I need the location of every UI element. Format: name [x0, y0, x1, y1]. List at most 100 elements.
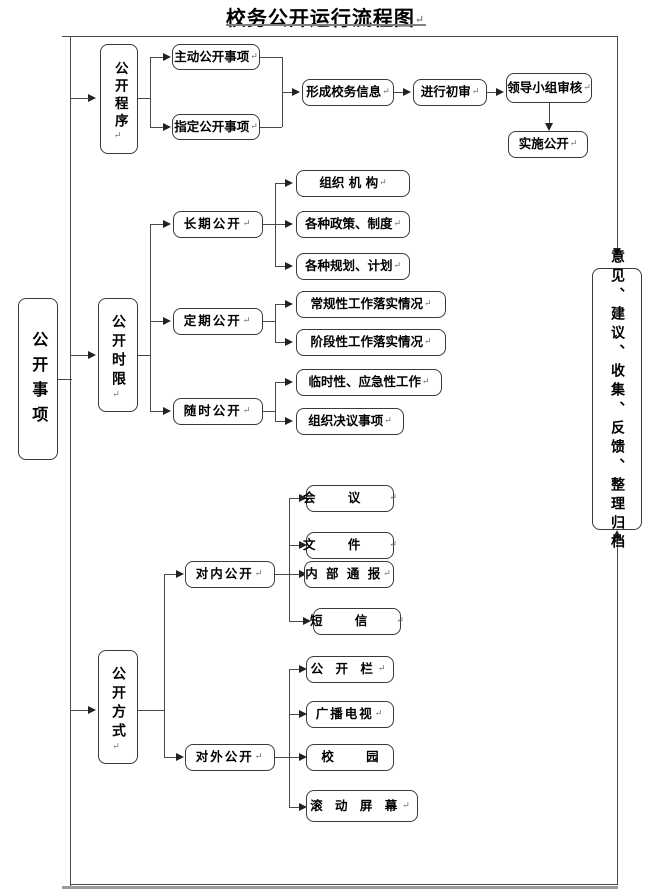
- right-spine-top-line: [617, 36, 618, 250]
- method-g1-item4-line: [289, 621, 305, 622]
- method-group-box-1[interactable]: 对内公开↵: [185, 561, 275, 588]
- method-item-label-2-3: 校 园: [321, 749, 393, 765]
- method-root-box[interactable]: 公开方式↵: [98, 650, 138, 764]
- method-g1-item3-arrow-icon: [299, 569, 307, 578]
- method-group-1-pilcrow-icon: ↵: [254, 569, 265, 580]
- procedure-chain-box-4[interactable]: 实施公开↵: [508, 131, 588, 158]
- timing-group-box-1[interactable]: 长期公开↵: [173, 211, 263, 238]
- procedure-branch-label-1: 主动公开事项: [174, 48, 250, 64]
- method-item-box-2-1[interactable]: 公 开 栏↵: [306, 656, 394, 683]
- method-group1-arrow-icon: [176, 569, 184, 578]
- timing-g1-item1-arrow-icon: [285, 178, 293, 187]
- procedure-root-pilcrow-icon: ↵: [113, 130, 126, 141]
- timing-item-box-2-1[interactable]: 常规性工作落实情况↵: [296, 291, 446, 318]
- method-in-line: [70, 710, 92, 711]
- timing-g1-fan-stem: [263, 224, 275, 225]
- timing-item-2-1-pilcrow-icon: ↵: [423, 299, 432, 310]
- procedure-in-arrow-icon: [88, 93, 96, 102]
- procedure-chain-label-1: 形成校务信息: [306, 84, 382, 100]
- timing-item-label-3-2: 组织决议事项: [308, 413, 384, 429]
- procedure-chain-label-2: 进行初审: [420, 84, 471, 100]
- root-to-spine-line: [58, 379, 72, 380]
- feedback-box[interactable]: 意见、建议、收集、反馈、整理归档: [592, 249, 642, 553]
- timing-item-label-3-1: 临时性、应急性工作: [308, 374, 421, 390]
- method-g1-item3-line: [289, 574, 301, 575]
- page-bottom-rule: [62, 886, 618, 889]
- timing-item-label-2-2: 阶段性工作落实情况: [310, 334, 423, 350]
- timing-g2-item2-line: [275, 342, 287, 343]
- method-item-label-1-3: 内 部 通 报: [305, 566, 383, 582]
- method-item-box-1-2[interactable]: 文 件↵: [303, 532, 397, 559]
- method-group-box-2[interactable]: 对外公开↵: [185, 744, 275, 771]
- timing-g1-item1-line: [275, 183, 287, 184]
- procedure-branch-box-1[interactable]: 主动公开事项↵: [172, 44, 260, 70]
- method-item-1-3-pilcrow-icon: ↵: [383, 569, 393, 580]
- feedback-return-arrow-icon: [612, 530, 621, 538]
- method-item-box-1-3[interactable]: 内 部 通 报↵: [304, 561, 394, 588]
- method-g1-item2-line: [289, 545, 301, 546]
- procedure-chain-box-2[interactable]: 进行初审↵: [413, 79, 487, 106]
- method-group2-line: [164, 757, 178, 758]
- method-g1-fan-stem: [275, 574, 289, 575]
- left-spine-line: [70, 36, 71, 886]
- timing-g2-fan-vline: [275, 304, 276, 342]
- feedback-in-arrow-icon: [612, 248, 621, 256]
- procedure-chain-box-3[interactable]: 领导小组审核↵: [506, 73, 592, 103]
- top-spine-line: [62, 36, 618, 37]
- timing-item-box-1-3[interactable]: 各种规划、计划↵: [296, 253, 410, 280]
- timing-g2-item1-arrow-icon: [285, 299, 293, 308]
- timing-group1-arrow-icon: [163, 219, 171, 228]
- timing-group-box-3[interactable]: 随时公开↵: [173, 398, 263, 425]
- timing-g3-item2-arrow-icon: [285, 416, 293, 425]
- method-root-label: 公开方式: [110, 665, 127, 742]
- timing-root-label: 公开时限: [110, 313, 127, 390]
- method-item-1-4-pilcrow-icon: ↵: [396, 616, 418, 627]
- method-item-box-2-4[interactable]: 滚 动 屏 幕↵: [306, 790, 418, 822]
- timing-item-box-1-1[interactable]: 组织 机 构↵: [296, 170, 410, 197]
- procedure-split-vline: [150, 57, 151, 127]
- procedure-root-box[interactable]: 公开程序↵: [100, 44, 138, 154]
- timing-group-box-2[interactable]: 定期公开↵: [173, 308, 263, 335]
- procedure-chain-box-1[interactable]: 形成校务信息↵: [302, 79, 394, 106]
- method-group2-arrow-icon: [176, 752, 184, 761]
- method-item-box-1-1[interactable]: 会 议↵: [303, 485, 397, 512]
- method-item-2-2-pilcrow-icon: ↵: [374, 709, 385, 720]
- procedure-branch-2-pilcrow-icon: ↵: [250, 121, 258, 132]
- method-item-label-2-2: 广播电视: [315, 706, 374, 722]
- title-underline: [226, 24, 426, 26]
- method-g2-item3-line: [289, 757, 301, 758]
- method-g2-item1-line: [289, 669, 301, 670]
- timing-item-label-1-2: 各种政策、制度: [304, 216, 393, 232]
- chain-arrow-1-2-icon: [403, 87, 411, 96]
- bottom-spine-line: [70, 884, 618, 885]
- method-item-label-2-1: 公 开 栏: [310, 661, 377, 677]
- method-g2-item2-arrow-icon: [299, 709, 307, 718]
- timing-item-label-1-1: 组织 机 构: [319, 175, 379, 191]
- method-item-2-4-pilcrow-icon: ↵: [402, 800, 414, 811]
- timing-group2-arrow-icon: [163, 316, 171, 325]
- method-item-box-2-2[interactable]: 广播电视↵: [306, 701, 394, 728]
- timing-item-box-3-1[interactable]: 临时性、应急性工作↵: [296, 369, 442, 396]
- timing-item-box-1-2[interactable]: 各种政策、制度↵: [296, 211, 410, 238]
- timing-item-box-3-2[interactable]: 组织决议事项↵: [296, 408, 404, 435]
- method-g2-item3-arrow-icon: [299, 752, 307, 761]
- procedure-chain-1-pilcrow-icon: ↵: [382, 87, 390, 98]
- procedure-branch1-line: [150, 57, 164, 58]
- timing-item-3-2-pilcrow-icon: ↵: [384, 416, 392, 427]
- method-item-label-1-4: 短 信: [310, 613, 382, 629]
- method-fan-stem: [138, 710, 164, 711]
- timing-group-label-1: 长期公开: [183, 216, 242, 232]
- title-pilcrow-icon: ↵: [414, 13, 426, 26]
- timing-group-label-3: 随时公开: [183, 403, 242, 419]
- method-item-box-1-4[interactable]: 短 信↵: [310, 608, 404, 635]
- root-box[interactable]: 公开事项: [18, 298, 58, 460]
- timing-g1-item3-line: [275, 266, 287, 267]
- procedure-chain-label-3: 领导小组审核: [507, 79, 583, 95]
- timing-item-box-2-2[interactable]: 阶段性工作落实情况↵: [296, 329, 446, 356]
- timing-in-arrow-icon: [88, 350, 96, 359]
- timing-root-box[interactable]: 公开时限↵: [98, 298, 138, 412]
- timing-g3-item2-line: [275, 421, 287, 422]
- procedure-branch-box-2[interactable]: 指定公开事项↵: [172, 114, 260, 140]
- method-item-box-2-3[interactable]: 校 园: [306, 744, 394, 771]
